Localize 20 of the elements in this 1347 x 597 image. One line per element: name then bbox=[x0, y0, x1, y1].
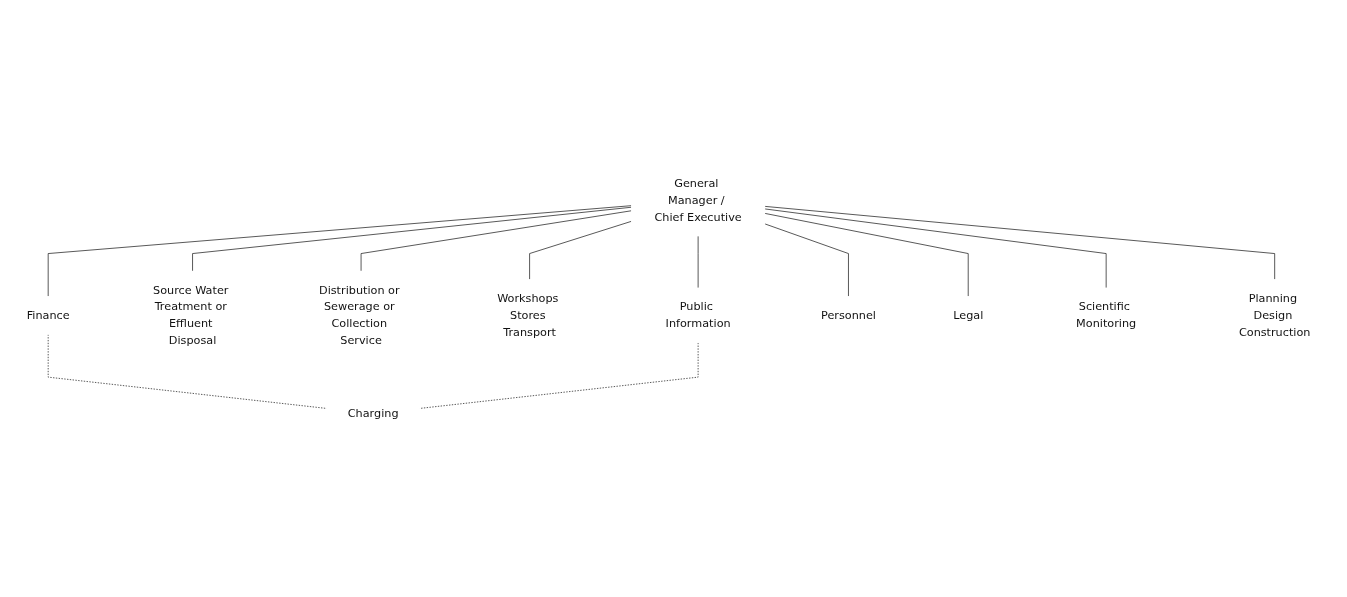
node-text: Planning Design Construction bbox=[1238, 291, 1311, 339]
node-text: Scientific Monitoring bbox=[1076, 299, 1137, 331]
connector bbox=[764, 206, 1276, 280]
connector bbox=[764, 223, 849, 297]
connector bbox=[764, 213, 969, 297]
node-text: Source Water Treatment or Effluent Disposal bbox=[153, 283, 229, 347]
node-text: Charging bbox=[347, 406, 399, 420]
connector bbox=[47, 205, 632, 297]
connector bbox=[529, 220, 632, 280]
connector bbox=[360, 210, 632, 272]
node-text: Workshops Stores Transport bbox=[497, 291, 559, 339]
connector bbox=[764, 208, 1107, 289]
node-text: General Manager / Chief Executive bbox=[654, 176, 742, 224]
node-text: Public Information bbox=[665, 299, 731, 331]
node-text: Legal bbox=[953, 308, 984, 322]
node-text: Finance bbox=[26, 308, 70, 322]
connector bbox=[419, 342, 699, 409]
node-text: Personnel bbox=[821, 308, 876, 322]
connector bbox=[192, 206, 632, 272]
node-text: Distribution or Sewerage or Collection Service bbox=[318, 283, 400, 347]
